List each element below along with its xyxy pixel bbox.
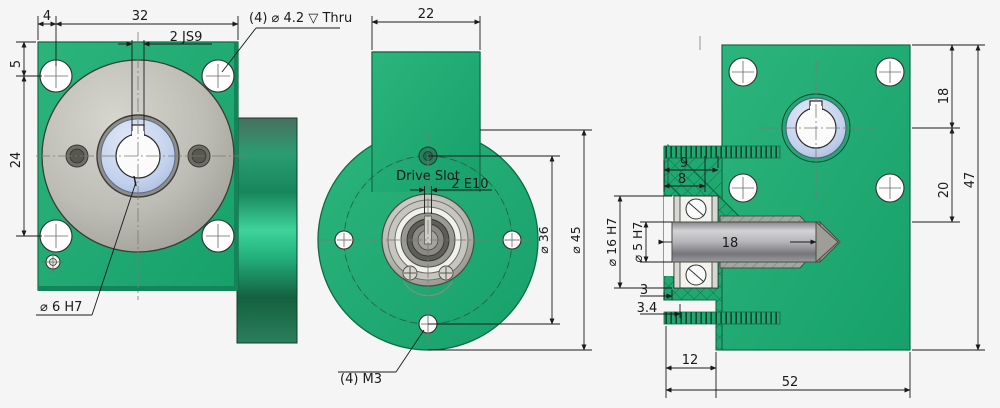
dim-20-label: 20 (937, 182, 952, 199)
bearing-lower (673, 261, 719, 289)
dowel-pin-hole (42, 251, 64, 273)
bearing-upper (673, 195, 719, 223)
callout-6h7-label: ⌀ 6 H7 (40, 300, 82, 315)
leader-42thru (221, 27, 340, 73)
dimlines-right (614, 44, 985, 398)
dimlines-center (371, 16, 592, 351)
leader-6h7 (36, 181, 137, 316)
callout-16h7-label: ⌀ 16 H7 (604, 218, 619, 267)
centerlines-right (699, 36, 875, 200)
dim-47-label: 47 (963, 172, 978, 189)
section-mounting-holes (728, 57, 905, 203)
callout-42thru-label: (4) ⌀ 4.2 ▽ Thru (249, 11, 352, 26)
callout-driveslot-label: Drive Slot (396, 169, 460, 184)
dim-2js9-label: 2 JS9 (170, 30, 203, 45)
callout-5h7-label: ⌀ 5 H7 (630, 222, 645, 263)
view-rear-face: 22 2 E10 ⌀ 36 ⌀ 45 Drive Slot (4) M3 (317, 7, 592, 387)
boss-cylinder (236, 117, 298, 344)
dim-32-label: 32 (132, 9, 149, 24)
tab-fill (372, 52, 480, 192)
view-section: 9 8 18 3 3.4 12 52 18 20 47 ⌀ 16 H7 ⌀ 5 … (604, 36, 985, 398)
thread-top (663, 145, 781, 159)
dim-18-label: 18 (937, 88, 952, 105)
dim-9-label: 9 (680, 156, 688, 171)
dim-34-label: 3.4 (637, 301, 658, 316)
dim-5-label: 5 (9, 60, 24, 68)
dim-4-label: 4 (43, 9, 51, 24)
view-front-flange: 4 32 2 JS9 5 24 (4) ⌀ 4.2 ▽ Thru ⌀ 6 H7 (9, 9, 352, 344)
dim-12-label: 12 (682, 353, 699, 368)
thread-bottom (663, 311, 781, 325)
dim-24-label: 24 (9, 152, 24, 169)
dim-18-shaft-label: 18 (722, 236, 739, 251)
centerlines-left (36, 32, 246, 300)
dim-8-label: 8 (678, 172, 686, 187)
dim-2e10-label: 2 E10 (451, 177, 488, 192)
dimlines-left (16, 16, 239, 237)
dim-36-label: ⌀ 36 (536, 226, 551, 253)
dim-3-label: 3 (640, 283, 648, 298)
plate-bottom-edge (38, 286, 238, 291)
dim-22-label: 22 (418, 7, 435, 22)
hole-centermarks (44, 64, 230, 248)
dim-45-label: ⌀ 45 (568, 226, 583, 253)
dim-52-label: 52 (782, 375, 799, 390)
plate-right-edge (234, 42, 238, 291)
callout-m3-label: (4) M3 (340, 372, 382, 387)
centerlines-center (320, 132, 536, 348)
leader-m3 (338, 329, 425, 373)
